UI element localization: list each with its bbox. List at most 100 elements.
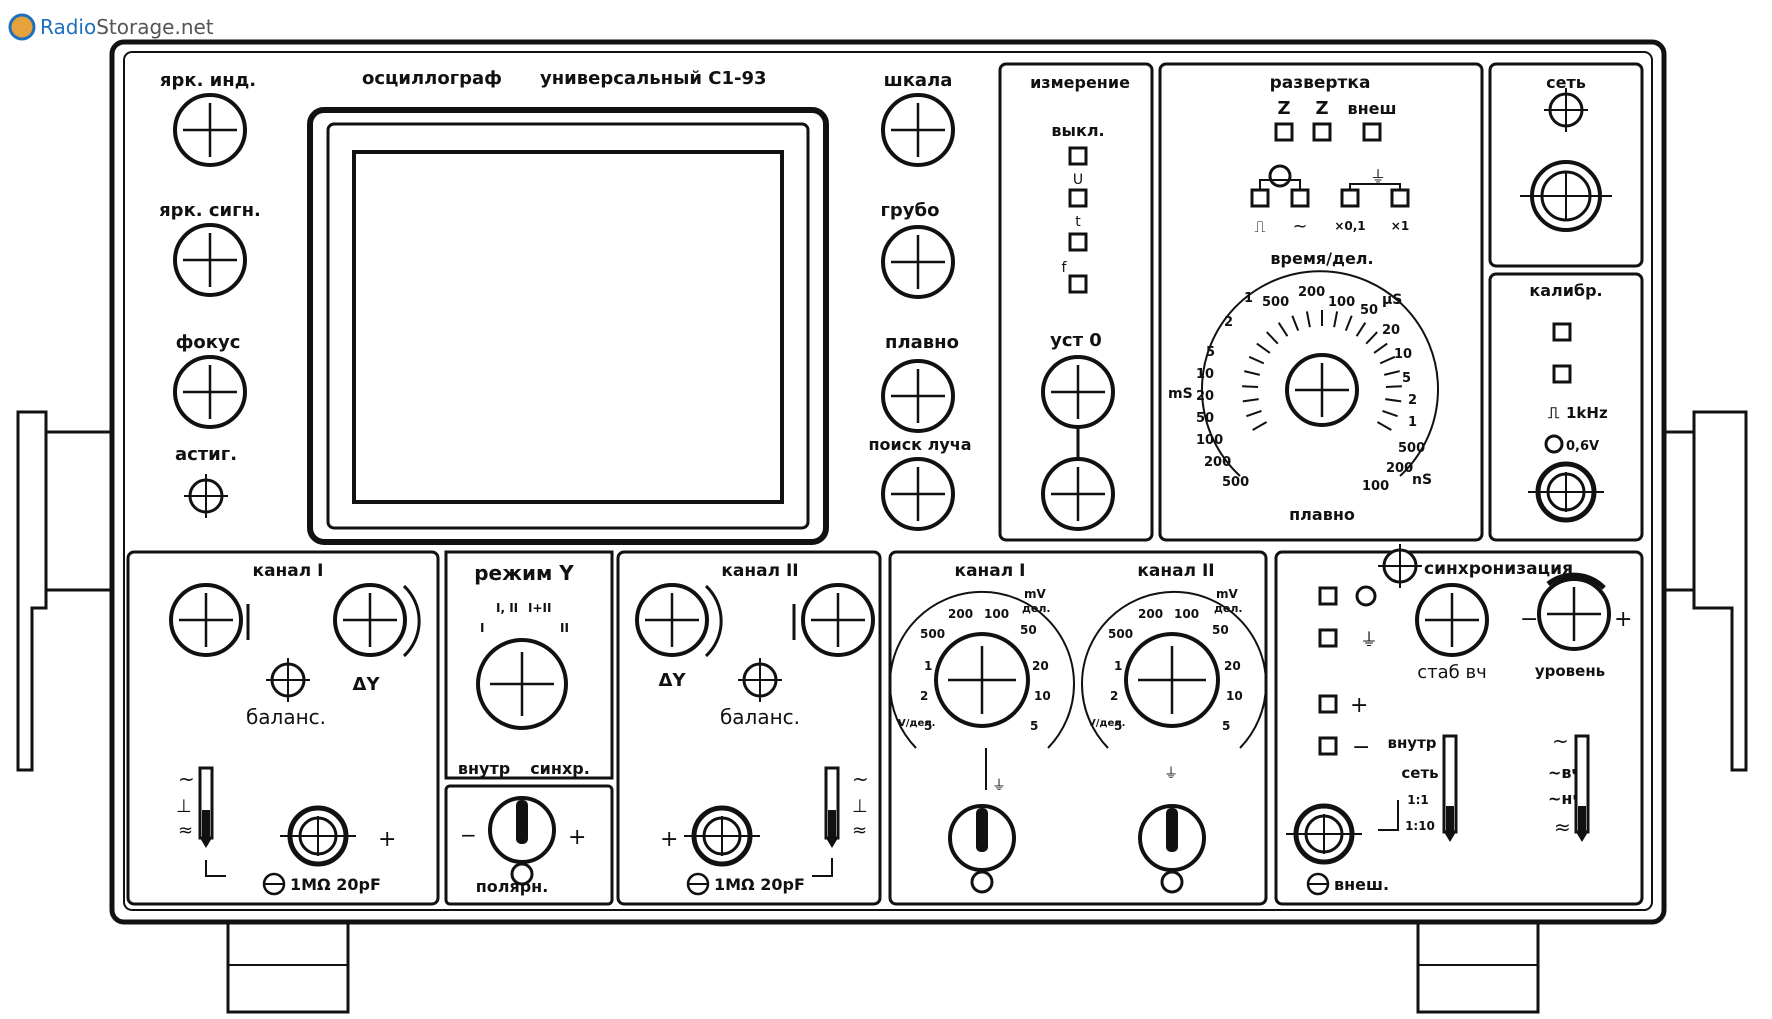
svg-text:I, II: I, II (496, 601, 518, 615)
zero-fine-knob[interactable] (1041, 457, 1115, 531)
right-foot (1416, 920, 1540, 1014)
beam-search-knob[interactable] (881, 457, 955, 531)
svg-text:2: 2 (920, 689, 928, 703)
mode-y-knob[interactable] (476, 638, 568, 730)
svg-text:1:10: 1:10 (1405, 819, 1435, 833)
left-handle (16, 410, 112, 772)
measurement-title: измерение (1030, 73, 1130, 92)
label-scale: шкала (884, 70, 953, 91)
att-ch1-title: канал I (955, 561, 1026, 581)
svg-text:1: 1 (1408, 415, 1417, 430)
label-focus: фокус (176, 332, 241, 353)
sync-plus-button[interactable] (1318, 694, 1338, 714)
ground-icon: ⏚ (1370, 167, 1386, 186)
svg-text:5: 5 (1222, 719, 1230, 733)
unit-mus: μS (1382, 292, 1402, 308)
svg-text:100: 100 (1328, 295, 1355, 310)
right-handle (1664, 410, 1748, 772)
dial-tick (1252, 421, 1268, 431)
dial-tick (1256, 342, 1271, 354)
svg-text:5: 5 (1206, 345, 1215, 360)
sync-stab-knob[interactable] (1415, 583, 1489, 657)
channel1-dy-knob[interactable] (333, 583, 407, 657)
svg-text:2: 2 (1408, 393, 1417, 408)
focus-knob[interactable] (173, 355, 247, 429)
power-label: сеть (1546, 73, 1586, 92)
measure-voltage-button[interactable] (1068, 188, 1088, 208)
brightness-sig-knob[interactable] (173, 223, 247, 297)
power-switch[interactable] (1520, 160, 1612, 232)
sweep-sine-button[interactable] (1290, 188, 1310, 208)
svg-text:U: U (1073, 172, 1083, 188)
svg-text:~: ~ (1552, 729, 1569, 753)
sync-btn-1[interactable] (1318, 586, 1338, 606)
zero-knob[interactable] (1041, 355, 1115, 429)
svg-text:RadioStorage.net: RadioStorage.net (40, 15, 214, 39)
channel1-position-knob[interactable] (169, 583, 243, 657)
title-right: универсальный С1-93 (540, 68, 767, 89)
svg-text:20: 20 (1032, 659, 1049, 673)
dial-tick (1305, 311, 1311, 328)
svg-text:+: + (1614, 607, 1632, 632)
svg-text:20: 20 (1196, 389, 1214, 404)
svg-text:100: 100 (1174, 607, 1199, 621)
brightness-ind-knob[interactable] (173, 93, 247, 167)
calibr-button-2[interactable] (1552, 364, 1572, 384)
attenuator-panel: канал I канал II 500 200 100 50 mV дел. … (888, 550, 1268, 906)
fine-knob[interactable] (881, 359, 955, 433)
channel1-title: канал I (253, 561, 324, 581)
channel2-dy-knob[interactable] (635, 583, 709, 657)
dial-tick (1379, 355, 1396, 365)
scale-knob[interactable] (881, 93, 955, 167)
dial-tick (1383, 370, 1400, 376)
svg-text:20: 20 (1224, 659, 1241, 673)
channel2-position-knob[interactable] (801, 583, 875, 657)
channel1-input-label: 1MΩ 20pF (290, 875, 381, 894)
svg-text:⏚: ⏚ (1164, 766, 1178, 782)
sync-btn-2[interactable] (1318, 628, 1338, 648)
mult-01-label: ×0,1 (1334, 219, 1365, 233)
sync-mains-label: сеть (1401, 764, 1438, 782)
svg-text:1:1: 1:1 (1407, 793, 1429, 807)
ch1-vdiv-knob[interactable] (934, 632, 1030, 728)
dial-tick (1244, 370, 1261, 376)
time-div-knob[interactable] (1285, 353, 1359, 427)
measure-freq-button[interactable] (1068, 274, 1088, 294)
svg-text:50: 50 (1212, 623, 1229, 637)
svg-text:50: 50 (1020, 623, 1037, 637)
sweep-z1-button[interactable] (1274, 122, 1294, 142)
label-brightness-sig: ярк. сигн. (159, 200, 261, 221)
calibr-button-1[interactable] (1552, 322, 1572, 342)
dial-tick (1382, 409, 1398, 418)
measure-time-button[interactable] (1068, 232, 1088, 252)
ch2-vdiv-knob[interactable] (1124, 632, 1220, 728)
mode-y-title: режим Y (474, 561, 574, 585)
sweep-mode-z2: Z (1315, 98, 1328, 119)
label-coarse: грубо (881, 200, 940, 221)
dial-tick (1333, 311, 1339, 328)
sweep-z2-button[interactable] (1312, 122, 1332, 142)
mult-1-button[interactable] (1390, 188, 1410, 208)
sync-ext-label: внеш. (1334, 875, 1389, 894)
mode-y-internal: внутр (458, 759, 510, 778)
svg-text:≈: ≈ (178, 820, 193, 841)
label-fine: плавно (885, 332, 959, 353)
sweep-ext-button[interactable] (1362, 122, 1382, 142)
sync-level-knob[interactable] (1537, 577, 1611, 651)
sweep-mode-ext: внеш (1347, 99, 1396, 118)
calibr-freq: 1kHz (1566, 404, 1608, 422)
svg-text:≈: ≈ (852, 820, 867, 841)
svg-text:500: 500 (920, 627, 945, 641)
dial-tick (1248, 355, 1265, 365)
sync-panel: синхронизация ⏚ + − стаб вч − + уровень … (1274, 542, 1644, 906)
time-div-label: время/дел. (1270, 249, 1373, 268)
sync-stab-label: стаб вч (1417, 662, 1486, 683)
sweep-pulse-button[interactable] (1250, 188, 1270, 208)
label-beam-search: поиск луча (868, 435, 971, 454)
measure-off-button[interactable] (1068, 146, 1088, 166)
mult-01-button[interactable] (1340, 188, 1360, 208)
att-ch2-title: канал II (1137, 561, 1214, 581)
coarse-knob[interactable] (881, 225, 955, 299)
sync-minus-button[interactable] (1318, 736, 1338, 756)
pulse-icon: ⎍ (1254, 217, 1265, 236)
